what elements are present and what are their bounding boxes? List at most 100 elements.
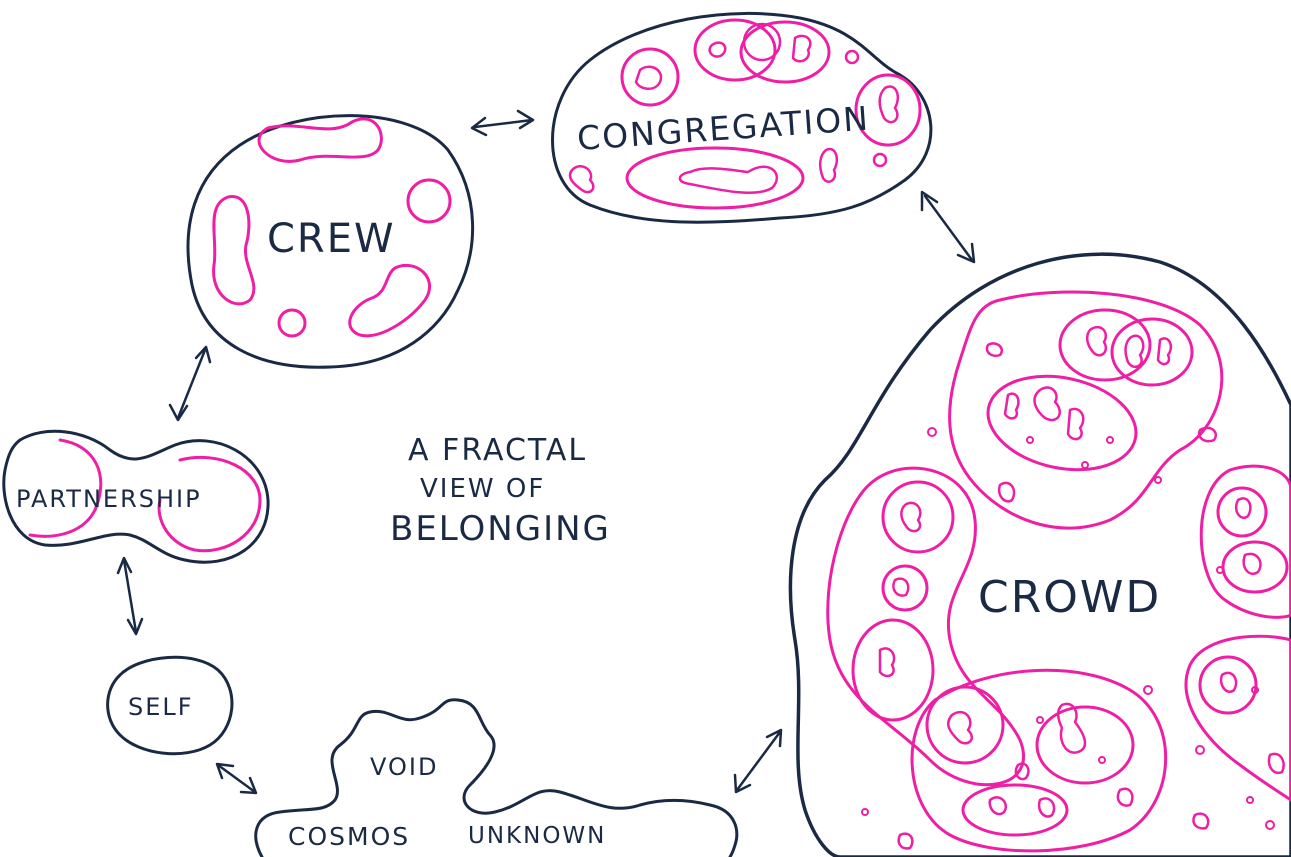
arrow-head (168, 403, 189, 422)
void-label: VOID (370, 753, 438, 781)
unknown-label: UNKNOWN (468, 823, 606, 849)
congregation-blob-bottom-right (818, 147, 838, 183)
diagram-title: A FRACTAL VIEW OF BELONGING (390, 433, 611, 549)
crowd-sub-right-top (1216, 486, 1268, 538)
crew-member-right-circle (406, 178, 452, 224)
void-outline (254, 698, 739, 857)
crowd-sub-left-circle (881, 480, 955, 554)
crowd-group-bottom (910, 668, 1168, 853)
crowd-sub-bottom-wide (961, 783, 1069, 837)
partnership-partner-right (157, 455, 262, 553)
crowd-sub-top-left (1058, 308, 1152, 382)
crowd-sub-left-small (881, 564, 929, 612)
crowd-blob (900, 501, 922, 533)
cosmos-label: COSMOS (288, 822, 410, 851)
crowd-sub-right-bottom (1221, 540, 1289, 594)
title-line-2: VIEW OF (420, 474, 545, 504)
crowd-group-left (826, 466, 1025, 787)
crowd-sub-top-middle (986, 374, 1138, 472)
self-label: SELF (128, 693, 194, 721)
crowd-dot (1081, 461, 1089, 469)
crowd-blob (997, 481, 1016, 503)
crowd-blob (1267, 752, 1285, 775)
crowd-dot (1246, 796, 1254, 804)
crowd-group-top (948, 290, 1224, 530)
arrow-head (920, 190, 939, 212)
partnership-label: PARTNERSHIP (16, 485, 202, 513)
congregation-small-circle-top (742, 22, 782, 62)
crowd-blob (1156, 337, 1173, 366)
crew-node: CREW (186, 114, 475, 369)
arrow-shaft (122, 558, 138, 634)
connector-arrows (116, 109, 976, 795)
crowd-sub-bottom-right (1035, 705, 1135, 785)
crowd-blob (897, 832, 914, 850)
arrow-self-partnership (116, 556, 144, 636)
arrow-shaft (473, 118, 534, 129)
crew-member-top (257, 117, 383, 163)
crowd-dot (1098, 756, 1106, 764)
crowd-dot (1216, 566, 1224, 574)
crowd-outline (788, 252, 1291, 857)
crowd-sub-left-bottom (851, 618, 935, 722)
title-line-1: A FRACTAL (408, 433, 587, 468)
congregation-group-top-right (739, 20, 831, 84)
arrow-self-void (215, 762, 258, 795)
congregation-blob-top-1 (708, 41, 727, 58)
arrow-head (733, 773, 752, 794)
crowd-sub-top-right (1110, 317, 1194, 387)
self-outline (106, 655, 234, 756)
crowd-dots (861, 427, 1275, 830)
crowd-dot (1143, 685, 1153, 695)
arrow-head (470, 116, 488, 137)
crowd-blob (1057, 702, 1087, 754)
crowd-node: CROWD (788, 252, 1291, 857)
crowd-dot (1251, 686, 1259, 694)
congregation-blob-right (878, 85, 900, 124)
crowd-blob (1242, 552, 1262, 575)
crowd-blob (1197, 426, 1217, 443)
crew-outline (186, 114, 475, 369)
congregation-outline (551, 11, 933, 224)
crew-label: CREW (267, 216, 396, 262)
self-node: SELF (106, 655, 234, 756)
crowd-blob (1014, 762, 1030, 781)
arrow-head (194, 345, 212, 364)
crowd-blob (1219, 671, 1238, 693)
crowd-blob (1066, 407, 1085, 441)
crowd-blob (1192, 812, 1210, 830)
crowd-blob (947, 710, 974, 745)
congregation-blob-bottom (678, 165, 778, 194)
crew-member-left (212, 195, 256, 306)
crowd-blob (878, 647, 896, 678)
arrow-head (765, 728, 783, 748)
crowd-blob (1033, 386, 1061, 422)
crew-member-bottom-circle (277, 308, 307, 338)
crowd-blob (1003, 392, 1020, 420)
congregation-blob-left (568, 164, 595, 194)
crowd-dot (927, 427, 937, 437)
crowd-label: CROWD (978, 572, 1161, 623)
crowd-sub-bottom-circle (925, 685, 1005, 765)
crowd-blob (1116, 787, 1134, 807)
arrow-shaft (923, 194, 974, 262)
crowd-blob (1124, 334, 1145, 369)
crowd-group-right-lower (1184, 634, 1291, 802)
crowd-blob (1234, 497, 1252, 519)
congregation-blob-top-2 (791, 34, 812, 63)
congregation-node: CONGREGATION (551, 11, 933, 224)
arrow-head (215, 762, 235, 780)
congregation-group-bottom (625, 146, 805, 210)
partnership-outline (2, 429, 270, 564)
crowd-dot (1265, 820, 1275, 830)
arrow-shaft (216, 763, 257, 794)
congregation-group-right (854, 73, 922, 147)
arrow-crew-congregation (470, 109, 535, 137)
crowd-dot (861, 808, 869, 816)
arrow-head (956, 242, 976, 264)
title-line-3: BELONGING (390, 509, 611, 549)
congregation-dot-top (844, 49, 860, 65)
arrow-shaft (176, 348, 207, 420)
congregation-group-top-left (693, 18, 777, 82)
